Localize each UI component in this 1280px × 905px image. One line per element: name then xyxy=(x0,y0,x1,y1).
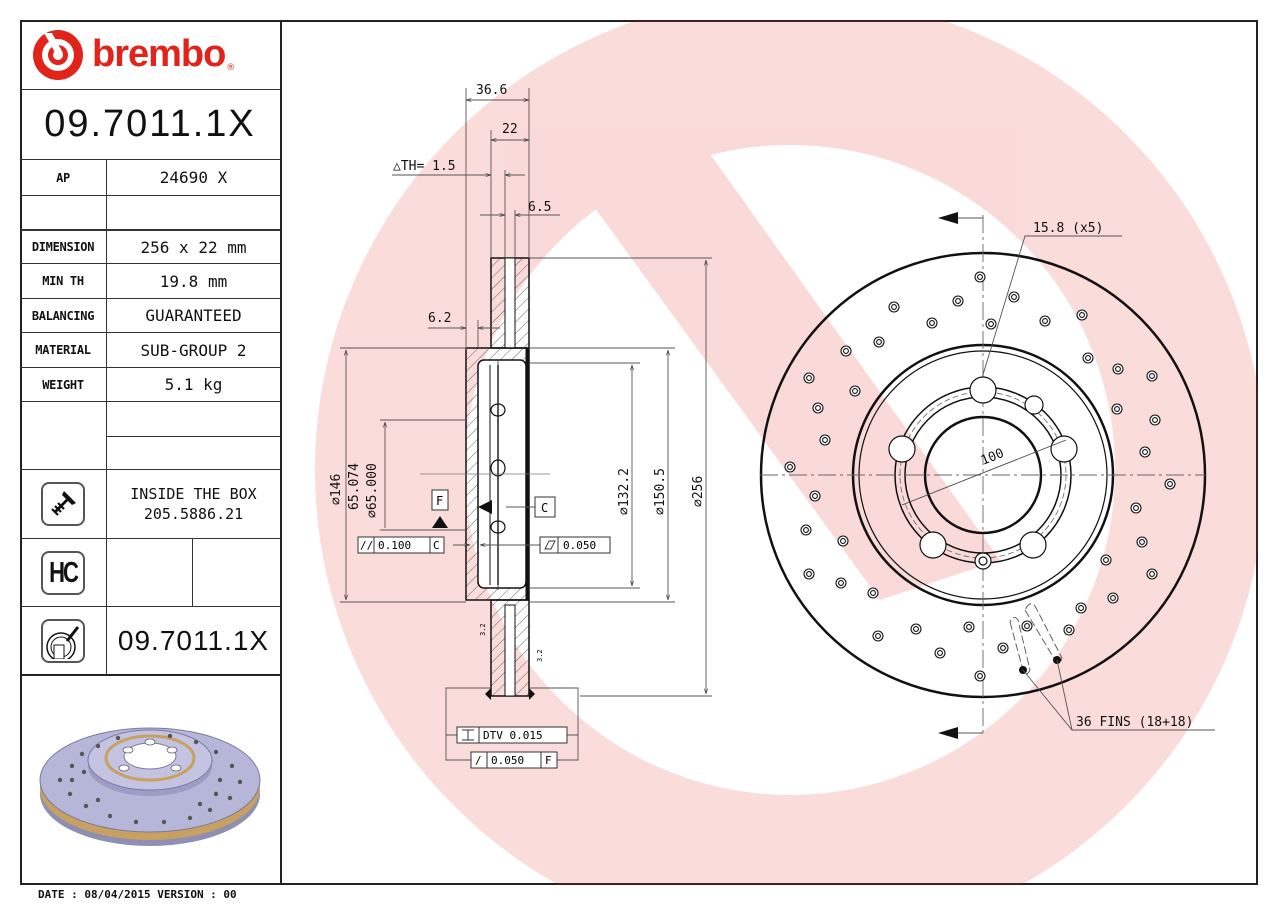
front-view-leaders xyxy=(955,217,1215,734)
section-arrow-top xyxy=(938,212,958,224)
datum-arrow xyxy=(485,688,491,700)
svg-text:0.050: 0.050 xyxy=(563,539,596,552)
blank-cell xyxy=(20,402,107,469)
svg-text:⌀146: ⌀146 xyxy=(329,474,344,505)
datum-f-box: F xyxy=(431,489,449,511)
svg-text:65.074: 65.074 xyxy=(347,463,362,510)
spec-value: GUARANTEED xyxy=(145,306,242,325)
disc-icon-cell xyxy=(20,607,107,674)
section-arrow-bottom xyxy=(938,727,958,739)
spec-label: DIMENSION xyxy=(20,231,107,263)
svg-text:15.8 (x5): 15.8 (x5) xyxy=(1033,221,1103,236)
spec-value: 19.8 mm xyxy=(159,271,228,291)
datum-c-triangle xyxy=(478,500,492,514)
spec-row-blank xyxy=(20,402,280,470)
screw-icon-cell xyxy=(20,470,107,538)
spec-row-ap: AP 24690 X xyxy=(20,160,280,196)
svg-text:F: F xyxy=(436,494,443,508)
spec-value xyxy=(107,196,280,229)
svg-text:/: / xyxy=(475,754,482,767)
tol-frame-flatness: 0.050 xyxy=(539,536,611,554)
spec-value: 24690 X xyxy=(159,168,228,187)
spec-row-empty xyxy=(20,196,280,230)
section-dimensions xyxy=(340,88,712,761)
accessory-row-hc: HC xyxy=(20,539,280,607)
svg-text:⌀150.5: ⌀150.5 xyxy=(653,468,668,515)
brembo-logo-icon xyxy=(33,29,83,80)
svg-text:6.5: 6.5 xyxy=(528,200,551,215)
drilled-holes xyxy=(784,271,1176,682)
divider xyxy=(107,436,280,437)
hc-icon: HC xyxy=(41,550,85,595)
svg-text:△TH= 1.5: △TH= 1.5 xyxy=(393,159,456,174)
spec-row-balancing: BALANCING GUARANTEED xyxy=(20,299,280,333)
svg-text:22: 22 xyxy=(502,122,518,137)
screw-text-1: INSIDE THE BOX xyxy=(130,485,257,503)
svg-text:F: F xyxy=(545,754,552,767)
screw-info: INSIDE THE BOX 205.5886.21 xyxy=(107,470,280,538)
drawing-canvas: 36.6 22 △TH= 1.5 6.5 6.2 ⌀146 65.074 ⌀65… xyxy=(315,20,1258,885)
front-view xyxy=(759,215,1207,733)
datum-arrow xyxy=(529,688,535,700)
spec-label: MIN TH xyxy=(20,264,107,298)
spec-row-material: MATERIAL SUB-GROUP 2 xyxy=(20,333,280,368)
technical-drawing: 36.6 22 △TH= 1.5 6.5 6.2 ⌀146 65.074 ⌀65… xyxy=(282,20,1258,885)
svg-text:3.2: 3.2 xyxy=(479,623,487,636)
datum-c-box: C xyxy=(534,496,556,518)
spec-row-dimension: DIMENSION 256 x 22 mm xyxy=(20,230,280,264)
spec-value: 256 x 22 mm xyxy=(140,237,247,257)
spec-value: 5.1 kg xyxy=(164,375,223,394)
tol-frame-dtv: DTV 0.015 xyxy=(456,726,568,744)
brand-logo: brembo ® xyxy=(20,20,280,90)
drawing-sheet-border xyxy=(20,20,1258,885)
svg-text:⌀256: ⌀256 xyxy=(691,476,706,507)
svg-text:C: C xyxy=(433,539,440,552)
spec-label: MATERIAL xyxy=(20,333,107,367)
svg-text:⌀132.2: ⌀132.2 xyxy=(617,468,632,515)
svg-text://: // xyxy=(360,539,373,552)
spec-value: SUB-GROUP 2 xyxy=(140,340,247,360)
divider xyxy=(192,539,193,606)
title-block: brembo ® 09.7011.1X AP 24690 X DIMENSION… xyxy=(20,20,282,885)
tol-frame-parallelism: // 0.100 C xyxy=(357,536,445,554)
spec-label: BALANCING xyxy=(20,299,107,332)
hc-icon-cell: HC xyxy=(20,539,107,606)
brake-disc-render-icon xyxy=(39,727,261,846)
disc-part-number: 09.7011.1X xyxy=(117,624,270,656)
section-dim-labels: 36.6 22 △TH= 1.5 6.5 6.2 ⌀146 65.074 ⌀65… xyxy=(329,83,706,518)
registered-mark: ® xyxy=(226,63,236,73)
part-number: 09.7011.1X xyxy=(20,90,280,160)
screw-text-2: 205.5886.21 xyxy=(143,505,244,523)
svg-text:⌀65.000: ⌀65.000 xyxy=(365,463,380,518)
accessory-row-disc-marking: 09.7011.1X xyxy=(20,607,280,676)
brand-name: brembo xyxy=(92,33,226,75)
accessory-row-screws: INSIDE THE BOX 205.5886.21 xyxy=(20,470,280,539)
spec-row-weight: WEIGHT 5.1 kg xyxy=(20,368,280,402)
spec-label: AP xyxy=(20,160,107,195)
disc-marking-icon xyxy=(41,618,85,663)
spec-label: WEIGHT xyxy=(20,368,107,401)
spec-label xyxy=(20,196,107,229)
svg-text:36 FINS (18+18): 36 FINS (18+18) xyxy=(1076,715,1193,730)
svg-text:0.050: 0.050 xyxy=(491,754,524,767)
surface-roughness-marks: 3.2 3.2 xyxy=(479,623,544,662)
datum-f-triangle xyxy=(432,516,448,528)
disc-3d-render xyxy=(20,676,280,882)
section-view xyxy=(420,257,550,697)
spec-row-min-th: MIN TH 19.8 mm xyxy=(20,264,280,299)
screw-icon xyxy=(41,482,85,526)
svg-text:DTV 0.015: DTV 0.015 xyxy=(483,729,543,742)
tol-frame-runout: / 0.050 F xyxy=(470,751,558,769)
brembo-watermark xyxy=(315,20,1258,885)
svg-text:6.2: 6.2 xyxy=(428,311,451,326)
date-version: DATE : 08/04/2015 VERSION : 00 xyxy=(38,888,237,901)
svg-text:36.6: 36.6 xyxy=(476,83,507,98)
svg-text:3.2: 3.2 xyxy=(536,649,544,662)
svg-text:C: C xyxy=(541,501,548,515)
svg-text:0.100: 0.100 xyxy=(378,539,411,552)
